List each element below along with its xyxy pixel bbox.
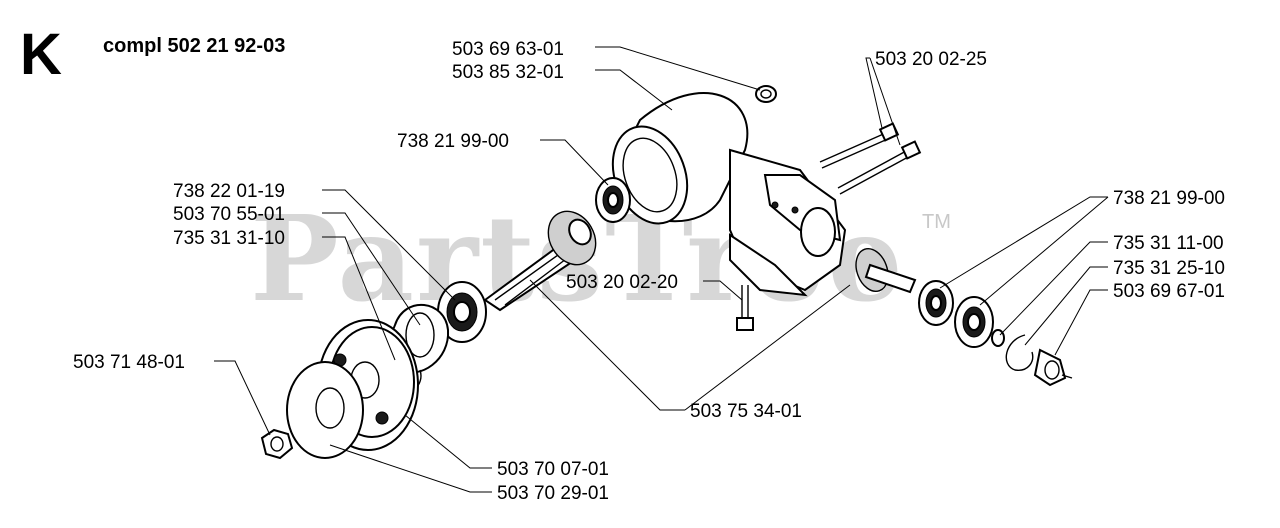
right-gear-shaft: [855, 247, 917, 294]
gear-shaft-503-75-34-01: [483, 210, 597, 312]
screw-503-20-02-20: [736, 285, 754, 331]
label-503-69-67-01: 503 69 67-01: [1113, 281, 1225, 302]
nut-503-71-48-01: [260, 428, 294, 460]
label-503-75-34-01: 503 75 34-01: [690, 401, 802, 422]
label-503-71-48-01: 503 71 48-01: [73, 352, 185, 373]
leader-lines: [214, 46, 1109, 493]
circlip-735-31-25-10: [1005, 334, 1034, 371]
label-738-21-99-00-right: 738 21 99-00: [1113, 188, 1225, 209]
label-503-69-63-01: 503 69 63-01: [452, 39, 564, 60]
label-503-85-32-01: 503 85 32-01: [452, 62, 564, 83]
label-738-21-99-00-top: 738 21 99-00: [397, 131, 509, 152]
bearing-738-21-99-00-right: [918, 280, 994, 348]
watermark-trademark: TM: [922, 211, 951, 233]
cap-503-69-67-01: [1033, 348, 1073, 387]
bearing-738-21-99-00-top: [595, 177, 631, 223]
assembly-label: compl 502 21 92-03: [103, 35, 285, 57]
label-738-22-01-19: 738 22 01-19: [173, 181, 285, 202]
disc-503-70-29-01: [286, 361, 364, 459]
label-735-31-31-10: 735 31 31-10: [173, 228, 285, 249]
label-503-20-02-20: 503 20 02-20: [566, 272, 678, 293]
bearing-738-22-01-19: [437, 281, 487, 343]
section-letter: K: [20, 22, 62, 87]
label-735-31-25-10: 735 31 25-10: [1113, 258, 1225, 279]
label-735-31-11-00: 735 31 11-00: [1113, 233, 1224, 254]
label-503-70-07-01: 503 70 07-01: [497, 459, 609, 480]
label-503-70-29-01: 503 70 29-01: [497, 483, 609, 504]
screws-503-20-02-25: [819, 122, 922, 195]
gear-housing: [611, 92, 847, 297]
label-503-20-02-25: 503 20 02-25: [875, 49, 987, 70]
label-503-70-55-01: 503 70 55-01: [173, 204, 285, 225]
cap-503-69-63-01: [755, 85, 777, 103]
